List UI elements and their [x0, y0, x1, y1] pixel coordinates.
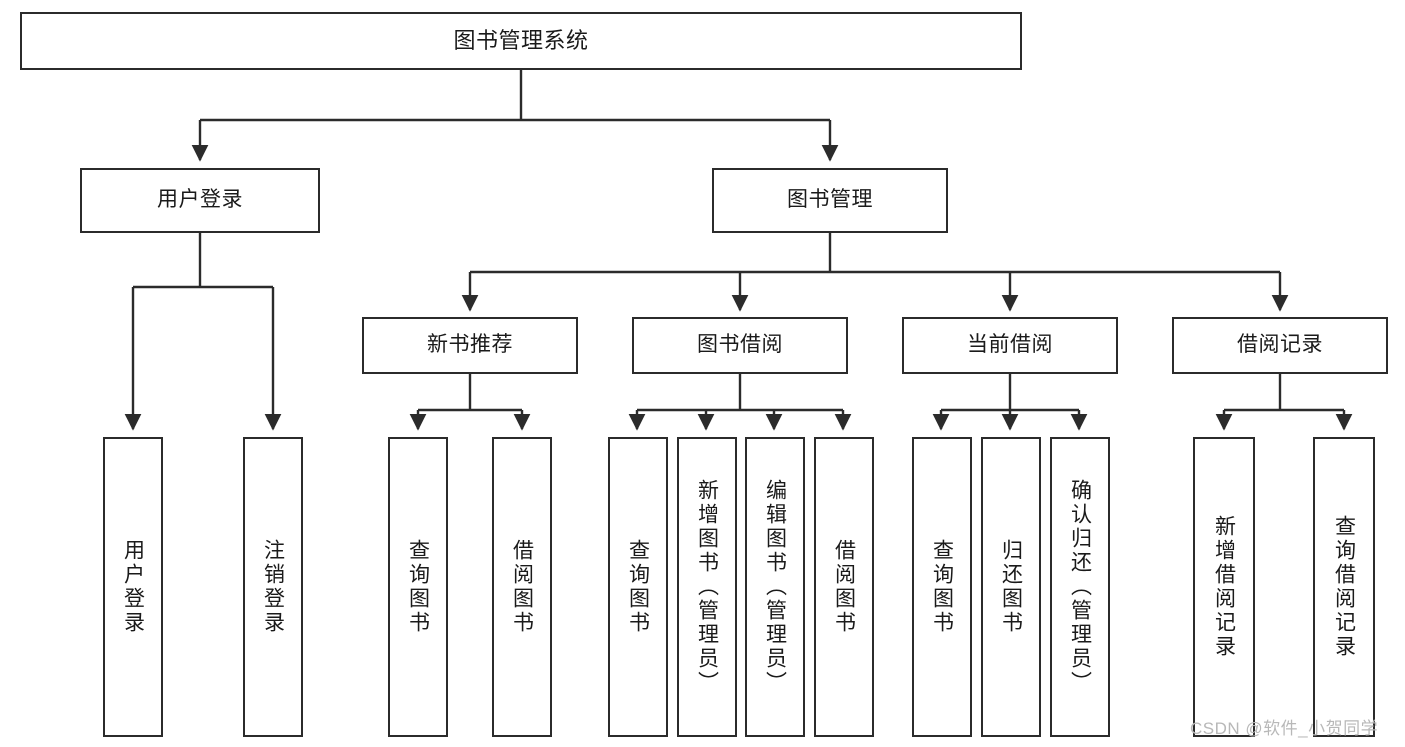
node-user-login[interactable]: 用户登录: [80, 168, 320, 233]
leaf-current-borrow-confirm-return-admin[interactable]: 确认归还（管理员）: [1050, 437, 1110, 737]
node-label: 图书管理系统: [453, 28, 589, 54]
leaf-user-login-logout[interactable]: 注销登录: [243, 437, 303, 737]
node-label: 图书借阅: [697, 333, 783, 357]
leaf-book-borrow-borrow-book[interactable]: 借阅图书: [814, 437, 874, 737]
leaf-borrow-record-query-record[interactable]: 查询借阅记录: [1313, 437, 1375, 737]
leaf-current-borrow-return-book[interactable]: 归还图书: [981, 437, 1041, 737]
leaf-borrow-record-add-record[interactable]: 新增借阅记录: [1193, 437, 1255, 737]
node-label: 新增借阅记录: [1212, 515, 1236, 659]
csdn-watermark: CSDN @软件_小贺同学: [1190, 719, 1379, 738]
node-label: 新书推荐: [427, 333, 513, 357]
node-current-borrow[interactable]: 当前借阅: [902, 317, 1118, 374]
node-label: 用户登录: [121, 539, 145, 635]
leaf-current-borrow-query-book[interactable]: 查询图书: [912, 437, 972, 737]
node-label: 确认归还（管理员）: [1068, 479, 1092, 695]
node-label: 查询图书: [626, 539, 650, 635]
node-label: 查询借阅记录: [1332, 515, 1356, 659]
leaf-book-borrow-query-book[interactable]: 查询图书: [608, 437, 668, 737]
node-label: 查询图书: [930, 539, 954, 635]
node-label: 图书管理: [787, 188, 873, 212]
node-label: 编辑图书（管理员）: [763, 479, 787, 695]
leaf-new-book-borrow-book[interactable]: 借阅图书: [492, 437, 552, 737]
node-book-management[interactable]: 图书管理: [712, 168, 948, 233]
leaf-book-borrow-add-book-admin[interactable]: 新增图书（管理员）: [677, 437, 737, 737]
node-label: 借阅图书: [832, 539, 856, 635]
leaf-user-login-login[interactable]: 用户登录: [103, 437, 163, 737]
node-label: 注销登录: [261, 539, 285, 635]
node-book-borrow[interactable]: 图书借阅: [632, 317, 848, 374]
leaf-new-book-query-book[interactable]: 查询图书: [388, 437, 448, 737]
node-root-book-management-system[interactable]: 图书管理系统: [20, 12, 1022, 70]
node-label: 查询图书: [406, 539, 430, 635]
leaf-book-borrow-edit-book-admin[interactable]: 编辑图书（管理员）: [745, 437, 805, 737]
node-label: 当前借阅: [967, 333, 1053, 357]
node-label: 借阅记录: [1237, 333, 1323, 357]
node-label: 借阅图书: [510, 539, 534, 635]
node-label: 归还图书: [999, 539, 1023, 635]
node-label: 用户登录: [157, 188, 243, 212]
node-label: 新增图书（管理员）: [695, 479, 719, 695]
node-new-book-recommend[interactable]: 新书推荐: [362, 317, 578, 374]
node-borrow-record[interactable]: 借阅记录: [1172, 317, 1388, 374]
